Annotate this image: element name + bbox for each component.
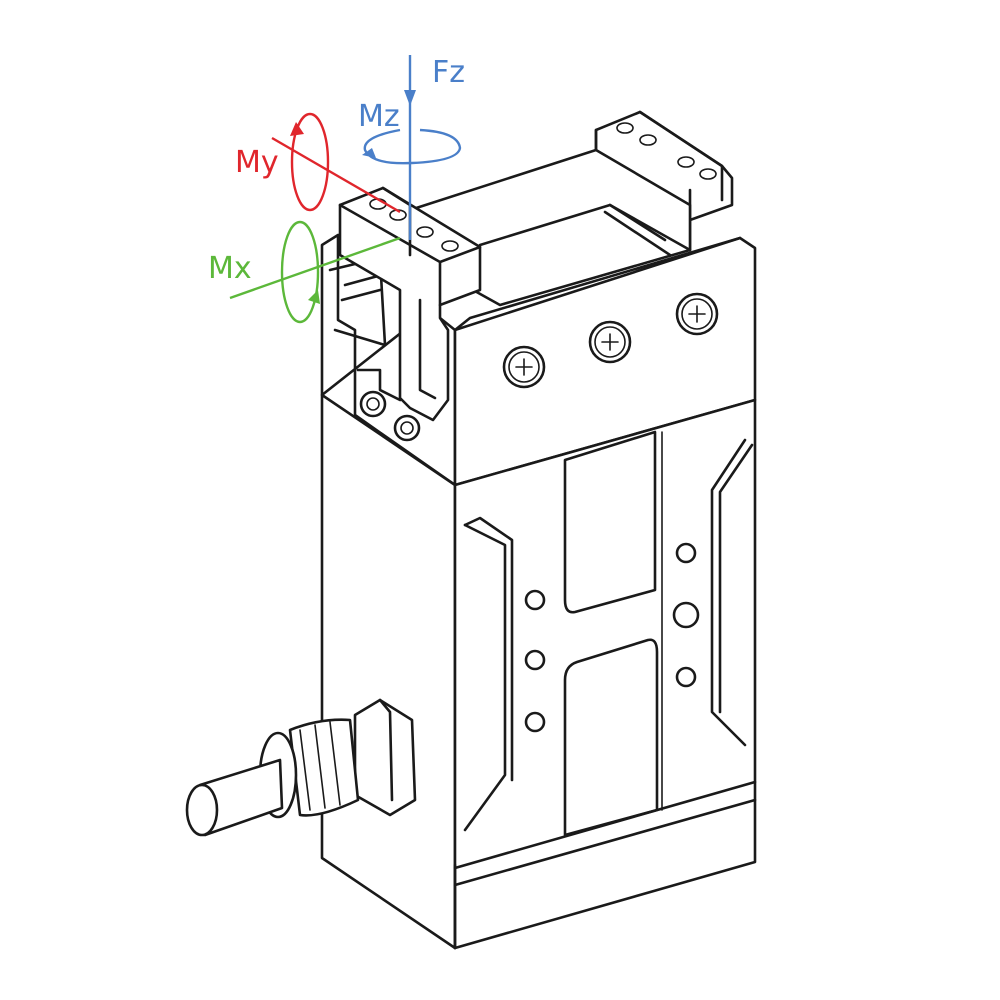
mz-label: Mz (358, 99, 400, 134)
my-axis (271, 112, 401, 214)
upper-housing (320, 233, 757, 487)
mz-rotation (362, 128, 462, 165)
fz-axis (404, 55, 416, 240)
my-label: My (235, 145, 279, 180)
fz-label: Fz (432, 55, 465, 90)
mx-axis (229, 220, 401, 324)
mx-label: Mx (208, 251, 252, 286)
main-body (320, 393, 757, 950)
cable-connector (185, 698, 417, 837)
